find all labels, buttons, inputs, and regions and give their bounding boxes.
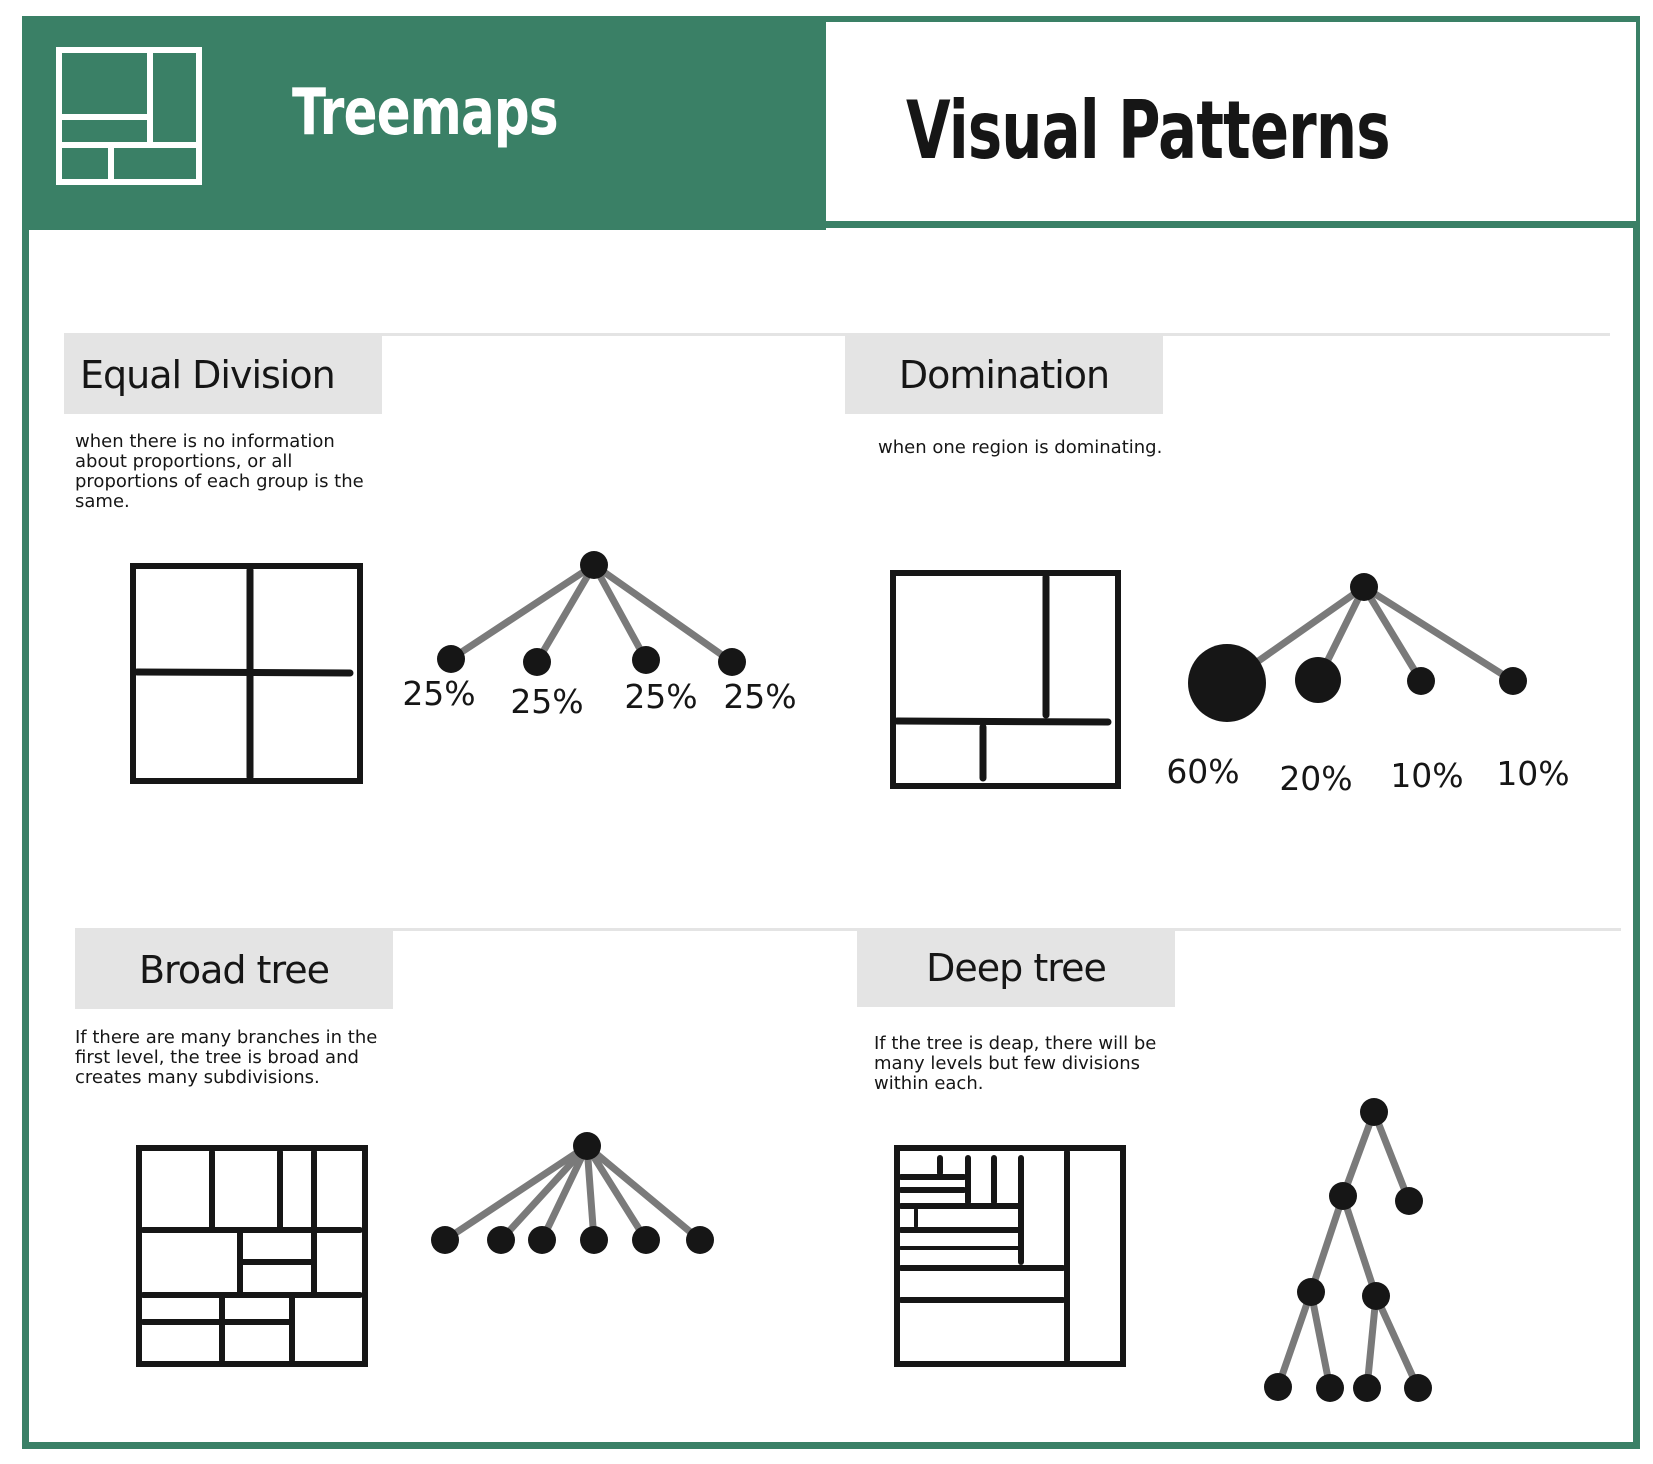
percent-label: 25%	[510, 682, 583, 721]
deep-tree-tree	[1264, 1098, 1432, 1402]
deep-tree-treemap	[894, 1145, 1126, 1367]
percent-label: 25%	[624, 677, 697, 716]
section-label-domination: Domination	[845, 336, 1163, 414]
domination-tree: 60% 20% 10% 10%	[1166, 573, 1570, 798]
equal-division-treemap	[130, 563, 363, 784]
broad-tree-tree	[431, 1132, 714, 1254]
section-description-deep-tree: If the tree is deap, there will be many …	[874, 1033, 1157, 1094]
domination-treemap	[890, 570, 1121, 789]
percent-label: 60%	[1166, 752, 1239, 791]
percent-label: 10%	[1390, 756, 1463, 795]
percent-label: 20%	[1279, 759, 1352, 798]
percent-label: 10%	[1496, 754, 1569, 793]
percent-label: 25%	[723, 677, 796, 716]
page-title: Treemaps	[292, 76, 559, 150]
infographic-card	[22, 16, 1640, 1449]
section-label-equal-division: Equal Division	[64, 336, 382, 414]
page-subtitle: Visual Patterns	[906, 84, 1391, 177]
section-label-broad-tree: Broad tree	[75, 931, 393, 1009]
section-label-deep-tree: Deep tree	[857, 929, 1175, 1007]
treemap-icon	[56, 47, 202, 185]
equal-division-tree: 25% 25% 25% 25%	[402, 551, 797, 721]
section-description-domination: when one region is dominating.	[878, 437, 1163, 458]
section-divider	[64, 333, 1610, 336]
section-description-equal-division: when there is no information about propo…	[75, 431, 364, 512]
section-divider	[75, 928, 1621, 931]
section-description-broad-tree: If there are many branches in the first …	[75, 1027, 378, 1088]
percent-label: 25%	[402, 674, 475, 713]
broad-tree-treemap	[136, 1145, 368, 1367]
header-subtitle-panel	[826, 22, 1636, 222]
header-divider	[22, 221, 1640, 228]
